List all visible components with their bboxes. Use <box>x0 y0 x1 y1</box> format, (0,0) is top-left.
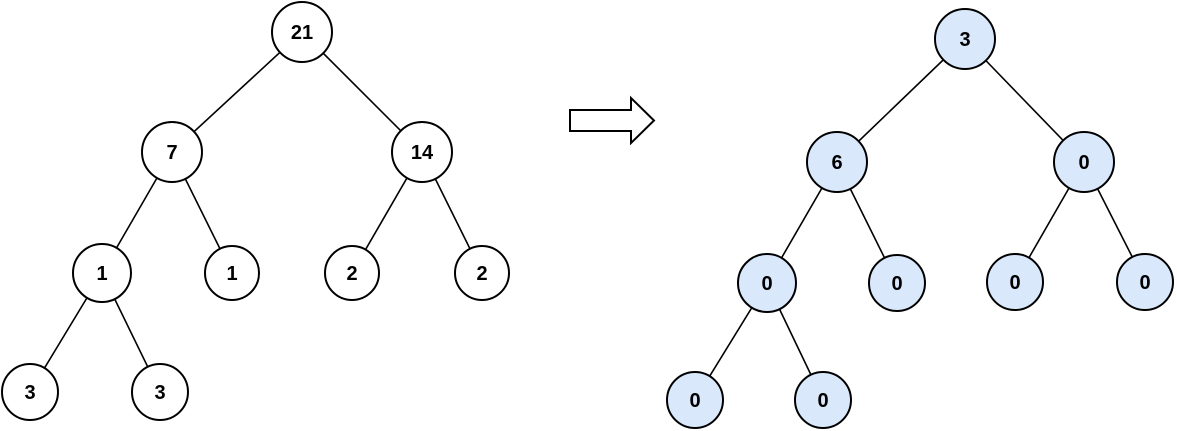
tree-node-value: 0 <box>1078 152 1089 174</box>
left-tree-original: 21 7 14 1 1 2 2 3 3 <box>1 1 510 421</box>
tree-node-value: 6 <box>831 152 842 174</box>
tree-node-value: 2 <box>346 263 357 285</box>
tree-node-value: 14 <box>411 142 434 164</box>
tree-node <box>737 253 797 313</box>
tree-node-value: 3 <box>154 382 165 404</box>
tree-node-value: 2 <box>476 263 487 285</box>
tree-node <box>324 245 380 301</box>
tree-node <box>794 371 852 429</box>
tree-node-value: 1 <box>96 263 107 285</box>
tree-node-value: 0 <box>891 273 902 295</box>
tree-node <box>1053 131 1115 193</box>
tree-node <box>204 245 260 301</box>
tree-node-value: 0 <box>1009 272 1020 294</box>
tree-node <box>934 8 996 70</box>
tree-node-value: 7 <box>166 142 177 164</box>
tree-node <box>1 363 59 421</box>
tree-node <box>1116 253 1174 311</box>
tree-node <box>986 253 1044 311</box>
tree-node-value: 0 <box>817 390 828 412</box>
tree-node <box>72 243 132 303</box>
tree-node <box>141 121 203 183</box>
tree-node <box>131 363 189 421</box>
tree-node-value: 0 <box>1139 272 1150 294</box>
tree-node-value: 0 <box>689 390 700 412</box>
tree-node-value: 0 <box>761 273 772 295</box>
tree-node <box>806 131 868 193</box>
tree-node <box>666 371 724 429</box>
tree-node <box>271 1 333 63</box>
tree-node-value: 21 <box>291 22 313 44</box>
right-tree-result: 3 6 0 0 0 0 0 0 0 <box>666 8 1174 429</box>
tree-node <box>868 254 926 312</box>
tree-node-value: 3 <box>959 29 970 51</box>
tree-node <box>454 245 510 301</box>
tree-node-value: 1 <box>226 263 237 285</box>
tree-node-value: 3 <box>24 382 35 404</box>
transform-arrow-icon <box>569 95 656 146</box>
tree-node <box>391 121 453 183</box>
